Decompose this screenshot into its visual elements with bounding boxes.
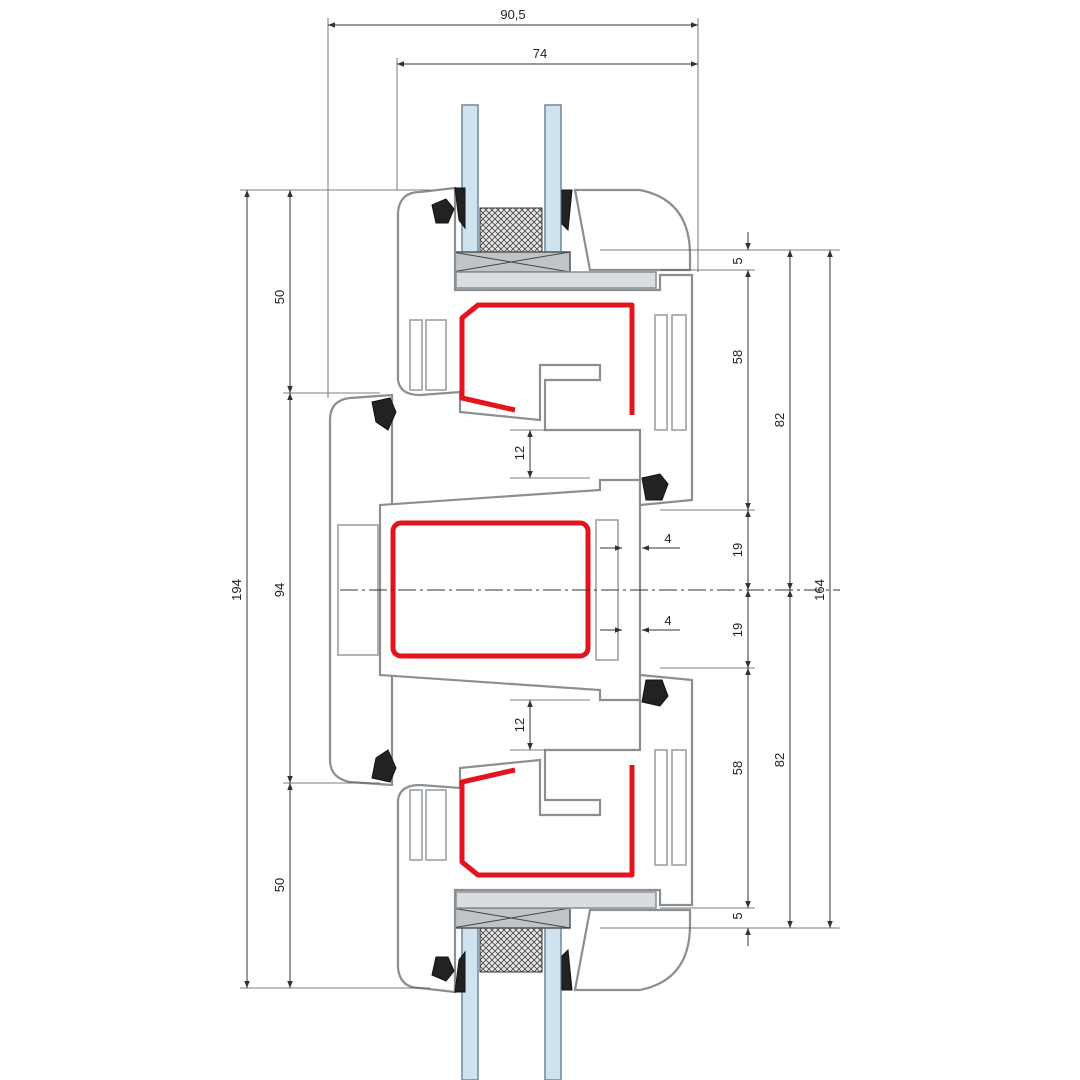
- gasket-icon: [561, 948, 573, 991]
- sash-chamber: [425, 789, 447, 861]
- sash-chamber: [654, 749, 668, 866]
- dim-rebate-top: 12: [512, 446, 527, 460]
- glass-pane-top-outer: [461, 104, 479, 256]
- top-sash-frame: [396, 186, 694, 507]
- dim-rebate-bottom: 12: [512, 718, 527, 732]
- dim-overlap-upper: 4: [664, 531, 671, 546]
- glass-pane-bottom-outer: [461, 924, 479, 1080]
- gasket-icon: [371, 749, 397, 783]
- gasket-icon: [431, 956, 455, 982]
- glazing-bridge-bottom: [455, 891, 657, 909]
- gasket-icon: [454, 187, 466, 230]
- dim-overall-height: 194: [229, 579, 244, 601]
- bottom-reinforcement: [459, 765, 635, 878]
- sash-chamber: [671, 314, 687, 431]
- dim-top-gap: 5: [730, 257, 745, 264]
- glass-pane-top-inner: [544, 104, 562, 256]
- glazing-bridge-top: [455, 271, 657, 289]
- dim-bottom-gap: 5: [730, 912, 745, 919]
- dim-mullion-height: 94: [272, 583, 287, 597]
- sash-chamber: [671, 749, 687, 866]
- dim-sash-bottom-height: 58: [730, 761, 745, 775]
- glass-pane-bottom-inner: [544, 924, 562, 1080]
- sash-chamber: [654, 314, 668, 431]
- dim-overlap-lower: 4: [664, 613, 671, 628]
- dim-mullion-lower: 19: [730, 623, 745, 637]
- bottom-sash-profile: [396, 673, 694, 994]
- bottom-bead: [573, 908, 692, 992]
- dimension-labels: 90,5 74 194 50 94 50 5 58 19 19 58 5 82 …: [229, 7, 827, 920]
- glass-spacer-top: [479, 207, 543, 253]
- dim-sash-bottom-half: 82: [772, 753, 787, 767]
- dim-frame-top: 50: [272, 290, 287, 304]
- gaskets: [371, 187, 669, 993]
- extension-lines: [240, 18, 840, 989]
- dim-sash-total: 164: [812, 579, 827, 601]
- gasket-icon: [454, 950, 466, 993]
- gasket-icon: [371, 397, 397, 431]
- dim-sash-top-height: 58: [730, 350, 745, 364]
- gasket-icon: [431, 198, 455, 224]
- top-bead: [573, 188, 692, 272]
- dim-frame-bottom: 50: [272, 878, 287, 892]
- dim-mullion-upper: 19: [730, 543, 745, 557]
- dim-sash-top-half: 82: [772, 413, 787, 427]
- sash-chamber: [425, 319, 447, 391]
- dimension-lines: [244, 22, 833, 988]
- glass-spacer-bottom: [479, 927, 543, 973]
- sash-chamber: [409, 319, 423, 391]
- gasket-icon: [641, 473, 669, 501]
- dim-sash-width: 74: [533, 46, 547, 61]
- top-reinforcement: [459, 302, 635, 415]
- gasket-icon: [561, 189, 573, 232]
- dim-overall-width: 90,5: [500, 7, 525, 22]
- gasket-icon: [641, 679, 669, 707]
- bottom-sash-frame: [396, 673, 694, 994]
- sash-chamber: [409, 789, 423, 861]
